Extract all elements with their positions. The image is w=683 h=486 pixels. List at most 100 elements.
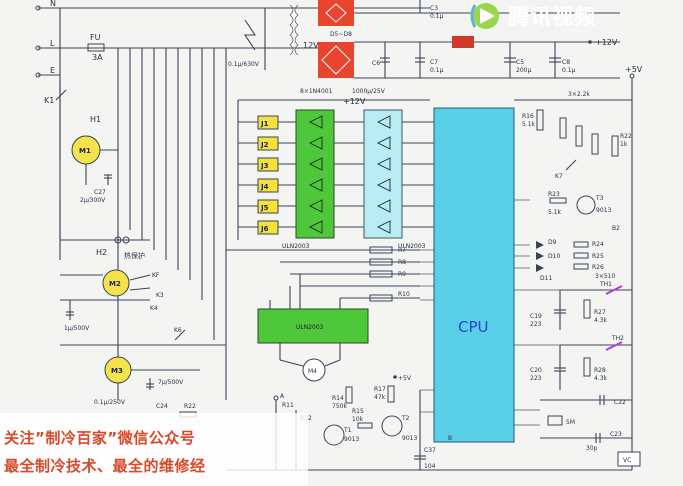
ic-uln2003-2 <box>363 109 403 239</box>
label-t2: T2 <box>401 415 410 422</box>
label-r27-val: 4.3k <box>594 317 608 324</box>
label-r28-val: 4.3k <box>594 375 608 382</box>
label-r22-right-val: 1k <box>620 141 628 148</box>
label-c-m3-val: 7μ/500V <box>158 379 184 386</box>
label-c-bottom-val: 0.1μ/250V <box>94 399 126 406</box>
label-th2: TH2 <box>611 335 624 342</box>
label-t3: T3 <box>595 195 604 202</box>
label-r22-right: R22 <box>620 133 632 140</box>
label-c3: C3 <box>430 5 438 12</box>
label-r23-val: 5.1k <box>548 209 562 216</box>
label-j6: J6 <box>260 225 269 233</box>
label-r14: R14 <box>332 395 344 402</box>
label-r9: R9 <box>398 271 406 278</box>
label-t3-val: 9013 <box>596 207 611 214</box>
motor-m2 <box>102 269 130 297</box>
label-c22: C22 <box>614 399 626 406</box>
label-m1: M1 <box>79 147 91 155</box>
label-c7: C7 <box>430 59 438 66</box>
label-r27: R27 <box>594 309 606 316</box>
label-r16-val: 5.1k <box>522 121 536 128</box>
label-c37: C37 <box>424 447 436 454</box>
label-h2: H2 <box>96 248 107 257</box>
label-k6: K6 <box>174 327 182 334</box>
label-r22: R22 <box>184 403 196 410</box>
label-cpu: CPU <box>458 318 489 336</box>
label-c19-val: 223 <box>530 321 542 328</box>
label-c24: C24 <box>156 403 168 410</box>
label-d-note: 8×1N4001 <box>300 88 333 95</box>
label-12v: 12V <box>303 41 319 50</box>
buzzer-vc <box>617 451 641 467</box>
buffer-ic-cyan: ULN2003 <box>363 109 434 250</box>
label-t1: T1 <box>343 427 352 434</box>
ic-uln2003-1 <box>295 109 335 239</box>
label-r15: R15 <box>352 408 364 415</box>
label-fu: FU <box>90 33 101 42</box>
ic-uln2003-3 <box>257 308 369 344</box>
motor-branch-m1: K1 H1 M1 C27 2μ/300V <box>44 80 150 241</box>
promo-line-2: 最全制冷技术、最全的维修经 <box>4 457 206 475</box>
cpu-chip: CPU <box>420 107 560 443</box>
motor-branch-m3: M3 K6 7μ/500V 0.1μ/250V C24 R22 <box>60 327 226 418</box>
label-r23: R23 <box>548 191 560 198</box>
label-j5: J5 <box>260 204 269 212</box>
label-plus12v: +12V <box>343 97 366 106</box>
label-r16: R16 <box>522 113 534 120</box>
fuse <box>87 43 105 52</box>
motor-m4 <box>302 358 326 382</box>
label-c37-val: 104 <box>424 463 436 470</box>
label-r7: R7 <box>398 247 406 254</box>
label-pin-a: A <box>280 393 285 400</box>
crystal <box>547 415 563 426</box>
label-k4: K4 <box>150 305 158 312</box>
label-c3-val: 0.1μ <box>430 13 444 20</box>
label-ic2: ULN2003 <box>398 243 426 250</box>
label-r15-val: 10k <box>352 416 364 423</box>
label-th1: TH1 <box>599 281 612 288</box>
label-r25: R25 <box>592 253 604 260</box>
label-plus5v: +5V <box>625 65 643 74</box>
bridge-rectifier-bottom <box>318 42 354 78</box>
label-c5: C5 <box>516 59 524 66</box>
label-ic3: ULN2003 <box>296 324 324 331</box>
label-d11: D11 <box>540 275 552 282</box>
label-r17: R17 <box>374 386 386 393</box>
label-b2: B2 <box>612 225 620 232</box>
label-r17-val: 47k <box>374 394 386 401</box>
label-r8: R8 <box>398 259 406 266</box>
label-d9: D9 <box>548 239 557 246</box>
label-vc: VC <box>623 457 631 464</box>
regulator <box>452 36 474 48</box>
label-t1-val: 9013 <box>344 436 359 443</box>
label-c7-val: 0.1μ <box>430 67 444 74</box>
promo-line-1: 关注”制冷百家”微信公众号 <box>4 429 196 447</box>
label-c6: C6 <box>372 60 380 67</box>
label-k7: K7 <box>555 173 563 180</box>
label-c27: C27 <box>94 189 106 196</box>
label-pin-b: B <box>448 435 452 442</box>
label-k1: K1 <box>44 96 54 105</box>
label-c23-val: 30p <box>586 445 598 452</box>
label-j2: J2 <box>260 141 269 149</box>
label-r10: R10 <box>398 291 410 298</box>
label-fu-val: 3A <box>92 53 103 62</box>
label-k3: K3 <box>156 292 164 299</box>
label-crystal: 5M <box>566 419 575 426</box>
label-j1: J1 <box>260 120 269 128</box>
video-watermark: 腾讯视频 <box>470 3 596 29</box>
cpu-body <box>433 107 515 443</box>
label-m4: M4 <box>308 368 317 375</box>
label-c8-val: 0.1μ <box>562 67 576 74</box>
right-side-network: +5V 3×2.2k R16 5.1k R22 1k K7 R23 5.1k T… <box>514 65 643 470</box>
label-c8: C8 <box>562 59 570 66</box>
bottom-section: A R11 R12 R14 750k +5V R17 47k R15 10k T… <box>226 375 632 471</box>
label-l: L <box>50 39 55 48</box>
watermark-text: 腾讯视频 <box>508 5 596 29</box>
label-m2: M2 <box>109 280 121 288</box>
label-c20-val: 223 <box>530 375 542 382</box>
label-cap-val: 1000μ/25V <box>352 88 386 95</box>
label-r14-val: 750k <box>332 403 347 410</box>
label-c23: C23 <box>610 431 622 438</box>
